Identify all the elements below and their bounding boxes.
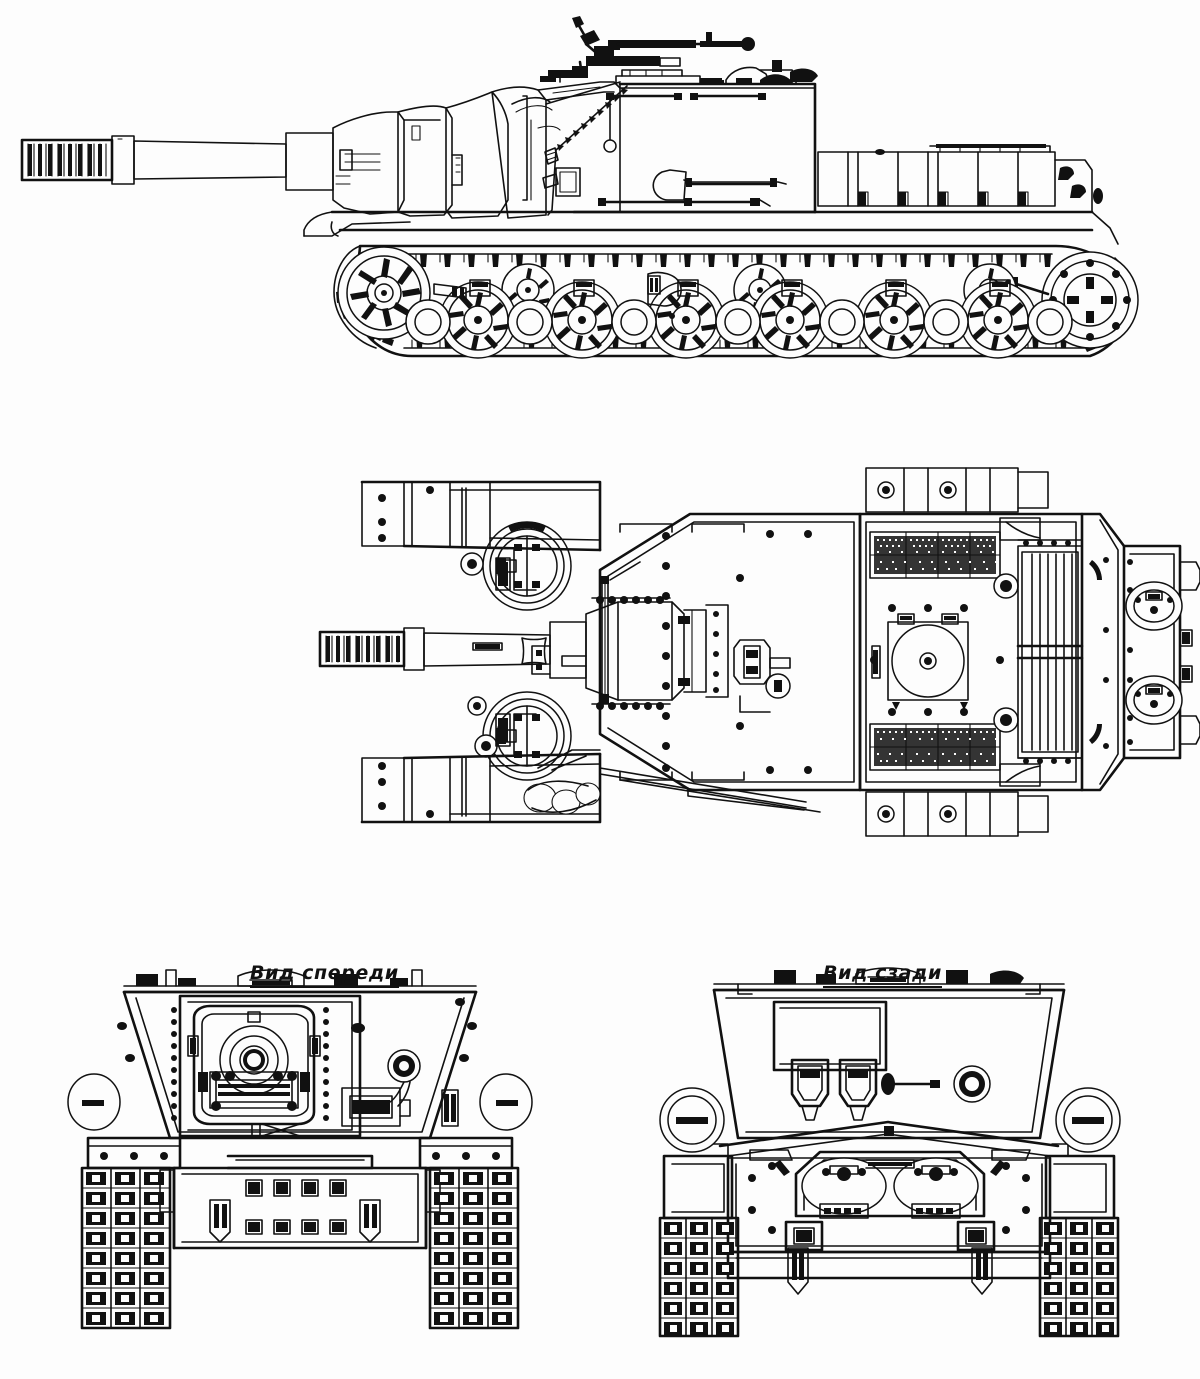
front-view-label: Вид спереди — [250, 962, 399, 988]
front-view-drawing — [60, 960, 540, 1360]
rear-view-label: Вид сзади — [823, 962, 942, 988]
side-view-drawing — [0, 0, 1200, 440]
rear-view-drawing — [640, 960, 1140, 1360]
plan-view-drawing — [300, 450, 1200, 890]
